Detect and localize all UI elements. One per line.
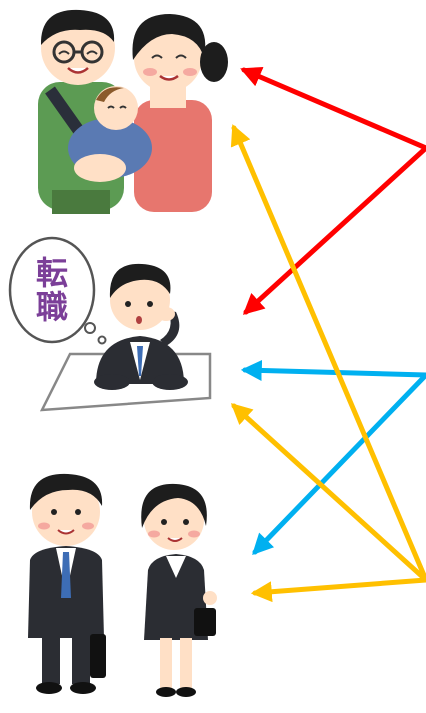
office-worker-figure [94,263,188,390]
bubble-char-1: 転 [36,254,68,292]
yellow-arrow-to-worker [230,403,426,583]
baby-figure [68,86,152,182]
yellow-arrow-to-couple [250,577,426,603]
thought-bubble: 転 職 [8,236,107,345]
female-job-hunter [141,483,217,697]
mother-figure [132,14,228,212]
red-arrow-to-family [240,66,426,151]
arrows-layer [230,66,426,603]
thinking-office-worker-icon: 転 職 [8,236,212,412]
recruit-suit-couple-icon [28,473,217,697]
male-job-hunter [28,473,106,694]
red-arrow-to-worker [242,145,426,315]
bubble-char-2: 職 [36,288,68,326]
family-with-baby-icon [38,9,228,214]
blue-arrow-to-couple [252,372,426,556]
yellow-arrow-to-family [230,124,426,583]
